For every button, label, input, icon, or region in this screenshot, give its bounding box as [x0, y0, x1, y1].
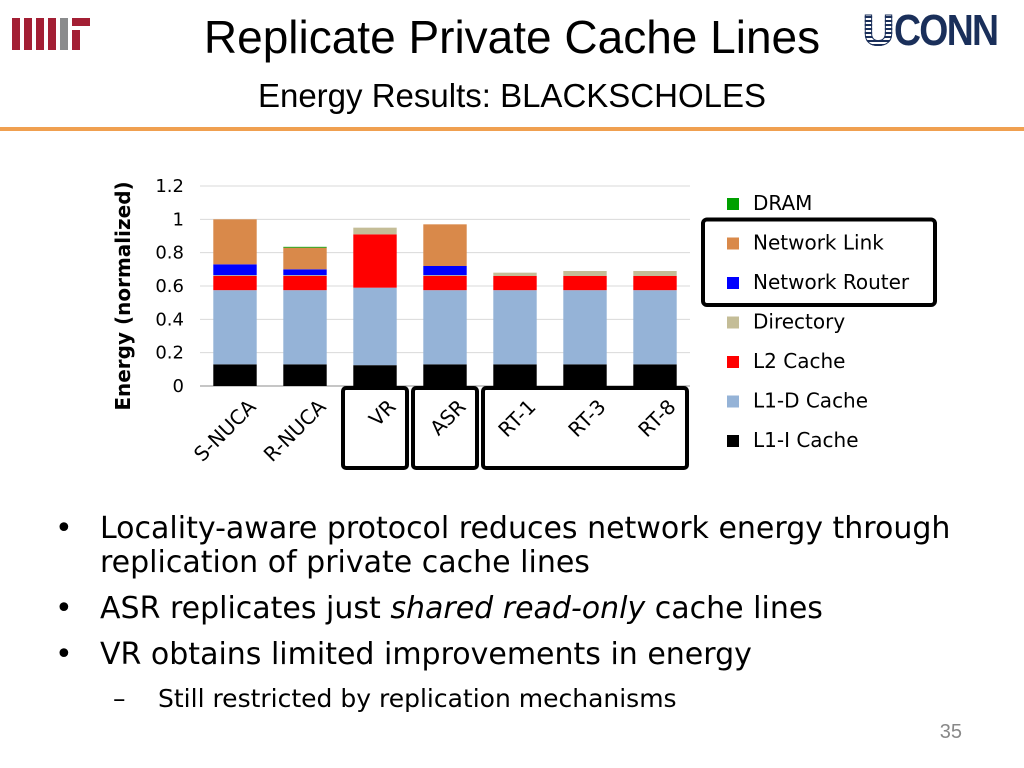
y-tick-label: 0.4 — [155, 309, 184, 330]
bar-segment — [633, 276, 677, 291]
bar-segment — [493, 290, 537, 365]
bullet-item: • Locality-aware protocol reduces networ… — [55, 512, 955, 580]
bar-segment — [563, 271, 607, 276]
bar-segment — [423, 290, 467, 365]
bar-segment — [283, 247, 327, 270]
bar-segment — [213, 364, 257, 386]
bar-segment — [353, 365, 397, 386]
y-tick-label: 0.2 — [155, 343, 184, 364]
bullet-item: • VR obtains limited improvements in ene… — [55, 638, 955, 672]
legend-label: Network Link — [753, 231, 884, 255]
legend-swatch — [727, 316, 739, 329]
legend-label: Network Router — [753, 270, 910, 294]
bar-segment — [213, 264, 257, 276]
bar-segment — [213, 275, 257, 276]
bullet-text-3: VR obtains limited improvements in energ… — [100, 637, 752, 672]
x-tick-label: RT-3 — [563, 395, 610, 442]
legend-swatch — [727, 237, 739, 250]
bullet-list: • Locality-aware protocol reduces networ… — [55, 512, 955, 714]
highlight-box — [481, 386, 689, 470]
uconn-logo: U CONN — [862, 6, 1016, 56]
mit-logo — [12, 18, 90, 50]
bullet-text-1: Locality-aware protocol reduces network … — [100, 511, 951, 580]
highlight-box — [341, 386, 409, 470]
bar-segment — [213, 276, 257, 291]
y-tick-label: 1 — [173, 209, 184, 230]
bullet-text-2b: shared read-only — [390, 591, 646, 626]
x-tick-label: R-NUCA — [259, 394, 331, 466]
bar-segment — [353, 234, 397, 288]
bar-segment — [423, 224, 467, 266]
legend-label: L1-I Cache — [753, 428, 859, 452]
legend-label: DRAM — [753, 191, 812, 215]
y-tick-label: 0.6 — [155, 276, 184, 297]
uconn-logo-conn: CONN — [894, 6, 999, 55]
legend-highlight-box — [701, 217, 937, 307]
bar-segment — [423, 276, 467, 291]
legend-swatch — [727, 277, 739, 289]
sub-bullet-marker: – — [113, 684, 126, 713]
bullet-marker: • — [55, 591, 73, 626]
bullet-text-2a: ASR replicates just — [100, 591, 391, 626]
bar-segment — [493, 272, 537, 276]
legend-label: L2 Cache — [753, 349, 845, 373]
page-number: 35 — [939, 721, 962, 743]
legend-swatch — [727, 198, 739, 210]
x-tick-label: VR — [364, 394, 401, 431]
bar-segment — [283, 364, 327, 386]
slide-title: Replicate Private Cache Lines — [203, 11, 821, 63]
bar-segment — [283, 290, 327, 365]
bar-segment — [633, 364, 677, 386]
bullet-marker: • — [55, 511, 73, 546]
y-tick-label: 0.8 — [155, 243, 184, 264]
bullet-text-2c: cache lines — [645, 591, 823, 626]
uconn-logo-u: U — [862, 6, 895, 56]
slide-subtitle: Energy Results: BLACKSCHOLES — [257, 77, 767, 114]
bar-segment — [353, 227, 397, 235]
x-tick-label: ASR — [425, 394, 471, 440]
bar-segment — [213, 290, 257, 365]
sub-bullet-item: – Still restricted by replication mechan… — [113, 684, 955, 714]
legend-swatch — [727, 435, 739, 447]
y-tick-label: 0 — [173, 376, 184, 397]
bar-segment — [423, 364, 467, 386]
legend-label: L1-D Cache — [753, 389, 868, 413]
bar-segment — [633, 290, 677, 365]
title-divider — [0, 127, 1024, 131]
x-tick-label: S-NUCA — [189, 394, 261, 466]
bar-segment — [283, 276, 327, 291]
bar-segment — [283, 275, 327, 276]
bar-segment — [493, 364, 537, 386]
sub-bullet-text-1: Still restricted by replication mechanis… — [158, 684, 677, 713]
bullet-marker: • — [55, 637, 73, 672]
legend-swatch — [727, 356, 739, 368]
highlight-box — [411, 386, 479, 470]
bar-segment — [493, 276, 537, 291]
bar-segment — [283, 246, 327, 248]
bar-segment — [283, 269, 327, 276]
bullet-item: • ASR replicates just shared read-only c… — [55, 592, 955, 626]
bar-segment — [633, 271, 677, 276]
bar-segment — [563, 364, 607, 386]
bar-segment — [423, 275, 467, 276]
y-axis-label: Energy (normalized) — [111, 181, 135, 410]
legend-label: Directory — [753, 310, 845, 334]
bar-segment — [353, 287, 397, 366]
x-tick-label: RT-1 — [493, 395, 540, 442]
bar-segment — [213, 219, 257, 265]
legend-swatch — [727, 395, 739, 408]
x-tick-label: RT-8 — [633, 395, 680, 442]
bar-segment — [563, 276, 607, 291]
bar-segment — [423, 266, 467, 276]
bar-segment — [563, 290, 607, 365]
y-tick-label: 1.2 — [155, 176, 184, 197]
